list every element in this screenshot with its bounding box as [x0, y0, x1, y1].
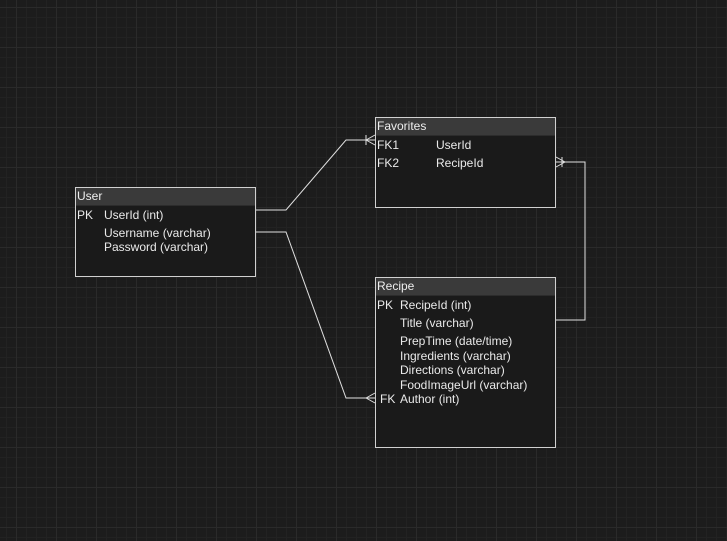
connector-user-favorites[interactable] — [256, 139, 375, 211]
crowfoot-favorites-recipeid — [555, 156, 566, 163]
attribute-row: Title (varchar) — [376, 316, 555, 330]
connector-recipe-favorites[interactable] — [556, 161, 586, 321]
attribute-row: FK Author (int) — [376, 392, 555, 406]
crowfoot-recipe-author — [365, 392, 376, 399]
attribute-row: Password (varchar) — [76, 240, 255, 254]
entity-recipe-title: Recipe — [376, 278, 555, 296]
attribute-key: PK — [377, 298, 394, 312]
attribute-row: PK UserId (int) — [76, 208, 255, 222]
crowfoot-favorites-userid — [365, 134, 376, 141]
crowfoot-favorites-userid — [365, 139, 376, 146]
attribute-row: PK RecipeId (int) — [376, 298, 555, 312]
attribute-row: FK1 UserId — [376, 138, 555, 152]
entity-recipe[interactable]: Recipe PK RecipeId (int) Title (varchar)… — [375, 277, 556, 448]
attribute-key: PK — [77, 208, 94, 222]
attribute-row: Username (varchar) — [76, 226, 255, 240]
attribute-name: Directions (varchar) — [400, 363, 505, 377]
crowfoot-recipe-author — [365, 397, 376, 404]
attribute-name: RecipeId (int) — [400, 298, 472, 312]
attribute-key: FK — [380, 392, 396, 406]
attribute-name: Password (varchar) — [104, 240, 209, 254]
attribute-name: Username (varchar) — [104, 226, 211, 240]
attribute-name: UserId — [436, 138, 472, 152]
attribute-key: FK1 — [377, 138, 400, 152]
entity-favorites-title: Favorites — [376, 118, 555, 136]
attribute-row: Ingredients (varchar) — [376, 349, 555, 363]
attribute-name: PrepTime (date/time) — [400, 334, 513, 348]
attribute-name: Ingredients (varchar) — [400, 349, 511, 363]
attribute-row: PrepTime (date/time) — [376, 334, 555, 348]
attribute-name: UserId (int) — [104, 208, 164, 222]
attribute-name: RecipeId — [436, 156, 484, 170]
attribute-name: Author (int) — [400, 392, 460, 406]
entity-user[interactable]: User PK UserId (int) Username (varchar) … — [75, 187, 256, 277]
attribute-key: FK2 — [377, 156, 400, 170]
entity-favorites[interactable]: Favorites FK1 UserId FK2 RecipeId — [375, 117, 556, 208]
attribute-name: Title (varchar) — [400, 316, 474, 330]
crowfoot-favorites-recipeid — [555, 161, 566, 168]
attribute-row: FK2 RecipeId — [376, 156, 555, 170]
attribute-row: FoodImageUrl (varchar) — [376, 378, 555, 392]
connector-user-recipe[interactable] — [256, 231, 375, 399]
attribute-row: Directions (varchar) — [376, 363, 555, 377]
entity-user-title: User — [76, 188, 255, 206]
attribute-name: FoodImageUrl (varchar) — [400, 378, 528, 392]
